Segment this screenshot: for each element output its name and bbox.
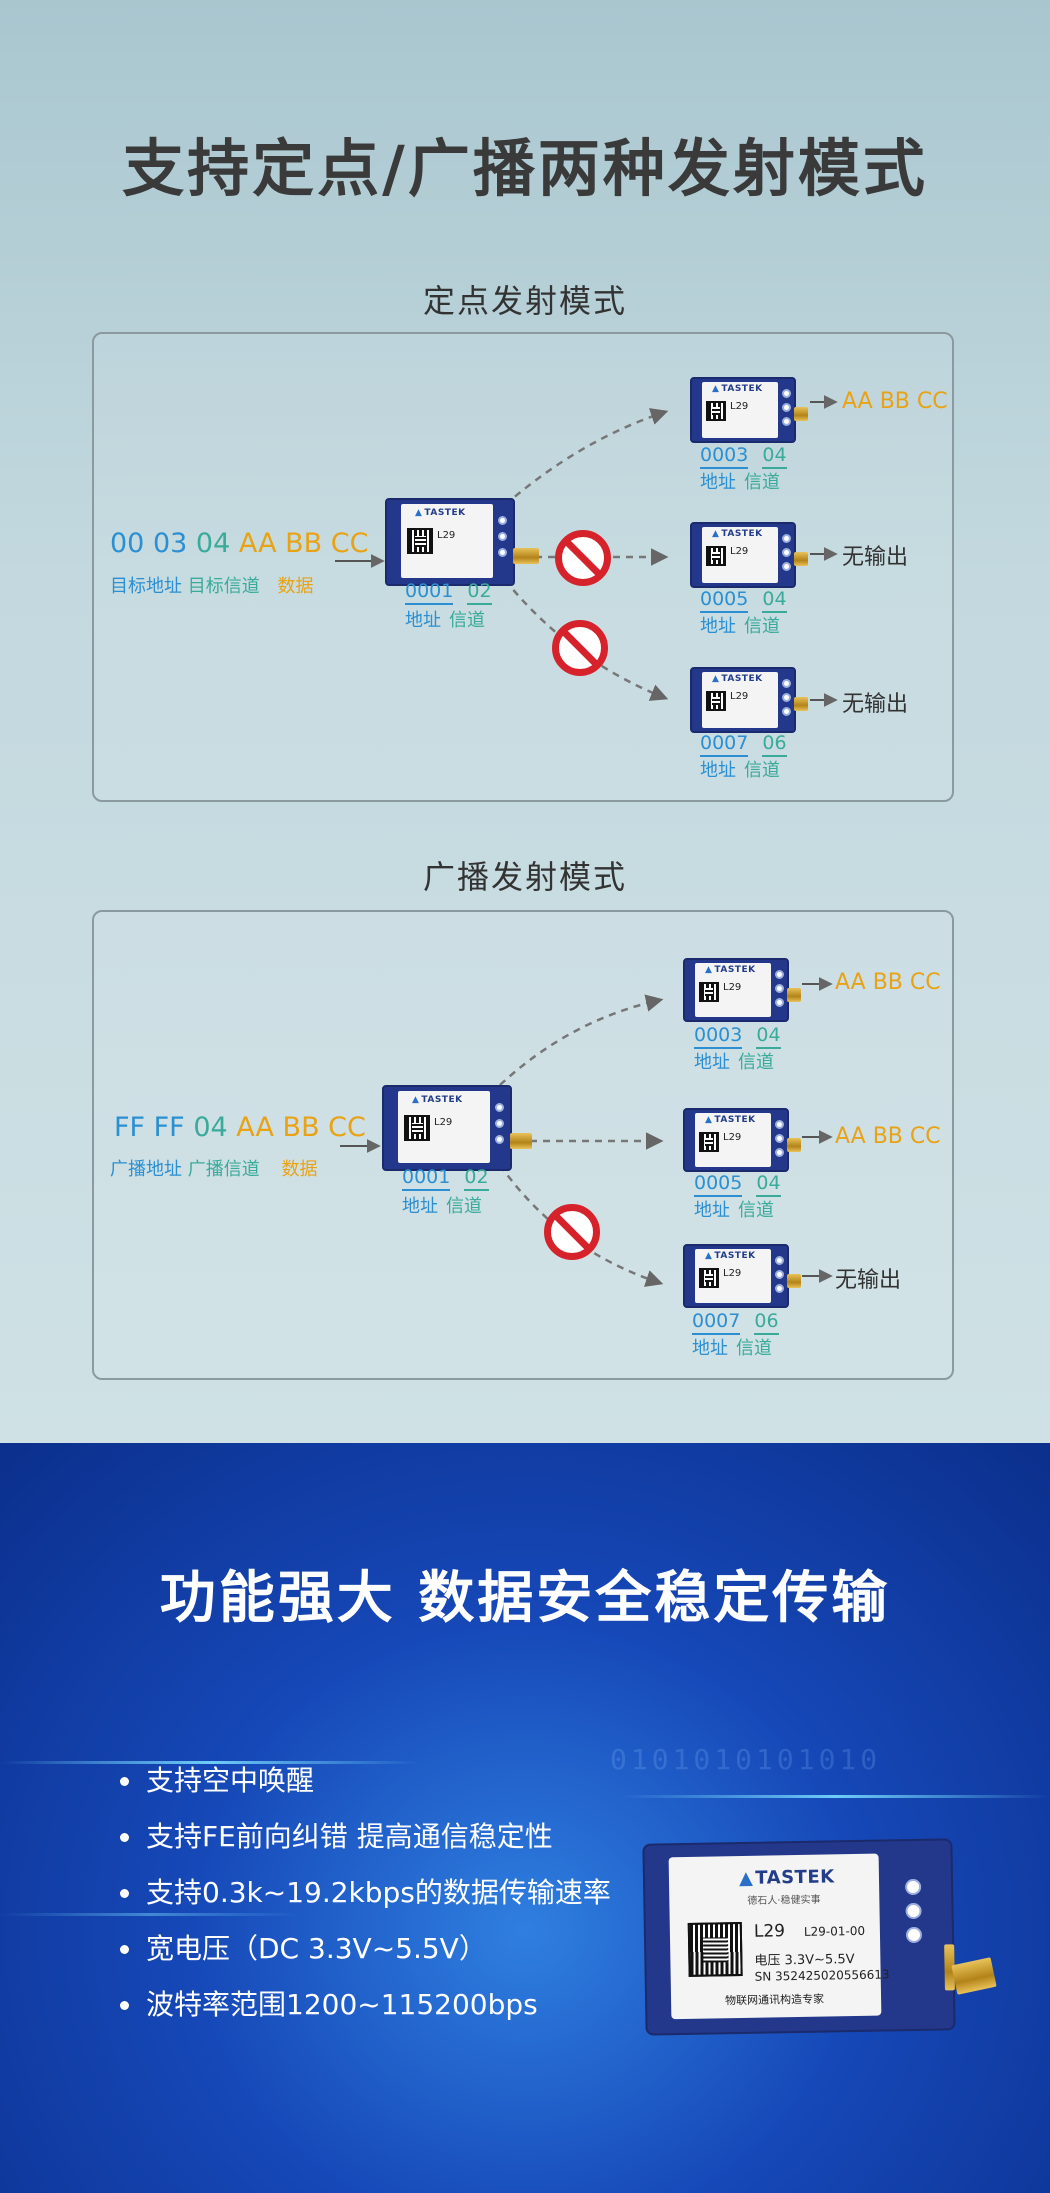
input-data: AA BB CC bbox=[238, 528, 369, 559]
input-channel-label: 广播信道 bbox=[187, 1159, 260, 1180]
main-title: 支持定点/广播两种发射模式 bbox=[122, 132, 928, 205]
receiver-output: 无输出 bbox=[835, 1268, 902, 1293]
feature-item: 波特率范围1200~115200bps bbox=[120, 1977, 611, 2033]
receiver-module: TASTEK L29 bbox=[683, 1244, 801, 1308]
feature-item: 支持0.3k~19.2kbps的数据传输速率 bbox=[120, 1865, 611, 1921]
feature-list: 支持空中唤醒 支持FE前向纠错 提高通信稳定性 支持0.3k~19.2kbps的… bbox=[120, 1753, 611, 2033]
feature-item: 支持FE前向纠错 提高通信稳定性 bbox=[120, 1809, 611, 1865]
input-channel: 04 bbox=[195, 528, 231, 559]
receiver-output: AA BB CC bbox=[842, 389, 948, 414]
fixed-mode-title: 定点发射模式 bbox=[422, 282, 627, 320]
features-section: 功能强大 数据安全稳定传输 0101010101010 1010 支持空中唤醒 … bbox=[0, 1443, 1050, 2193]
input-address-label: 广播地址 bbox=[110, 1159, 182, 1180]
receiver-labels: 地址信道 bbox=[692, 1338, 772, 1359]
sender-module: TASTEK L29 bbox=[385, 498, 539, 586]
sender-module: TASTEK L29 bbox=[382, 1085, 532, 1171]
features-title: 功能强大 数据安全稳定传输 bbox=[159, 1566, 891, 1631]
product-module: TASTEK 德石人·稳健实事 L29 L29-01-00 电压 3.3V~5.… bbox=[642, 1838, 956, 2036]
binary-decoration: 0101010101010 bbox=[610, 1743, 882, 1776]
receiver-module: TASTEK L29 bbox=[683, 958, 801, 1022]
brand-subtitle: 德石人·稳健实事 bbox=[747, 1894, 821, 1907]
brand-logo: TASTEK bbox=[739, 1866, 835, 1889]
input-channel-label: 目标信道 bbox=[187, 576, 260, 597]
module-part: L29-01-00 bbox=[803, 1923, 866, 1939]
receiver-labels: 地址信道 bbox=[694, 1052, 774, 1073]
receiver-output: 无输出 bbox=[842, 692, 909, 717]
receiver-labels: 地址信道 bbox=[700, 472, 780, 493]
glow-line bbox=[0, 1913, 300, 1916]
fixed-input-line: 00 03 04 AA BB CC bbox=[110, 528, 368, 559]
brand-logo: TASTEK bbox=[415, 508, 466, 518]
module-sn: SN 352425020556613 bbox=[754, 1967, 890, 1984]
input-address: FF FF bbox=[114, 1112, 185, 1143]
receiver-output: 无输出 bbox=[842, 545, 909, 570]
input-data: AA BB CC bbox=[236, 1112, 366, 1143]
receiver-output: AA BB CC bbox=[835, 970, 941, 995]
mode-section: 支持定点/广播两种发射模式 定点发射模式 广播发射模式 00 03 04 AA … bbox=[0, 0, 1050, 1443]
qr-code bbox=[687, 1921, 743, 1977]
dashed-arrow bbox=[499, 994, 664, 1086]
input-address-label: 目标地址 bbox=[110, 576, 182, 597]
glow-line bbox=[0, 1761, 420, 1764]
forbidden-icon bbox=[544, 1204, 600, 1260]
feature-item: 支持空中唤醒 bbox=[120, 1753, 611, 1809]
antenna-connector bbox=[513, 548, 539, 564]
forbidden-icon bbox=[552, 620, 608, 676]
input-address: 00 03 bbox=[110, 528, 188, 559]
receiver-labels: 地址信道 bbox=[700, 760, 780, 781]
input-data-label: 数据 bbox=[281, 1159, 318, 1180]
fixed-input-labels: 目标地址 目标信道 数据 bbox=[110, 572, 313, 598]
module-model: L29 bbox=[437, 530, 456, 541]
input-channel: 04 bbox=[193, 1112, 228, 1143]
module-model: L29 bbox=[753, 1921, 786, 1942]
receiver-module: TASTEK L29 bbox=[690, 667, 808, 733]
qr-code bbox=[407, 528, 433, 554]
receiver-module: TASTEK L29 bbox=[683, 1108, 801, 1172]
glow-line bbox=[620, 1795, 1050, 1798]
broadcast-mode-title: 广播发射模式 bbox=[422, 858, 627, 896]
sma-connector bbox=[951, 1957, 997, 1995]
receiver-labels: 地址信道 bbox=[700, 616, 780, 637]
feature-item: 宽电压（DC 3.3V~5.5V） bbox=[120, 1921, 611, 1977]
sender-labels: 地址信道 bbox=[402, 1196, 482, 1217]
sender-labels: 地址信道 bbox=[405, 610, 485, 631]
arrows-layer bbox=[335, 395, 838, 1287]
input-data-label: 数据 bbox=[277, 576, 314, 597]
module-slogan: 物联网通讯构造专家 bbox=[724, 1992, 825, 2008]
receiver-module: TASTEK L29 bbox=[690, 522, 808, 588]
broadcast-input-line: FF FF 04 AA BB CC bbox=[114, 1112, 366, 1143]
receiver-output: AA BB CC bbox=[835, 1124, 941, 1149]
forbidden-icon bbox=[555, 530, 611, 586]
fixed-mode-panel bbox=[92, 332, 954, 802]
receiver-labels: 地址信道 bbox=[694, 1200, 774, 1221]
broadcast-input-labels: 广播地址 广播信道 数据 bbox=[110, 1155, 317, 1181]
module-voltage: 电压 3.3V~5.5V bbox=[754, 1952, 855, 1969]
receiver-module: TASTEK L29 bbox=[690, 377, 808, 443]
dashed-arrow bbox=[504, 408, 669, 506]
